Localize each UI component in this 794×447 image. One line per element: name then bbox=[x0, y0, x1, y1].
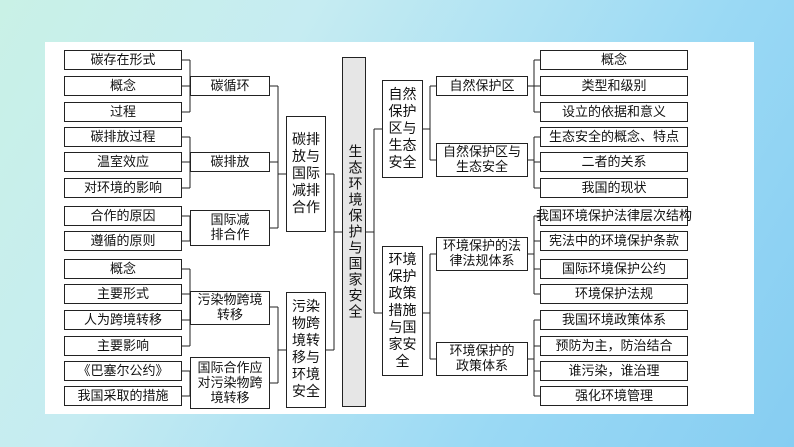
leaf-legal-hierarchy: 我国环境保护法律层次结构 bbox=[536, 206, 692, 226]
leaf-strengthen-management: 强化环境管理 bbox=[540, 386, 688, 406]
branch-policy-national-security: 环境保护政策措施与国家安全 bbox=[382, 246, 423, 376]
leaf-relationship: 二者的关系 bbox=[540, 152, 688, 172]
leaf-principles: 遵循的原则 bbox=[64, 231, 182, 251]
leaf-carbon-cycle-concept: 概念 bbox=[64, 76, 182, 96]
leaf-current-status: 我国的现状 bbox=[540, 178, 688, 198]
leaf-china-measures: 我国采取的措施 bbox=[64, 386, 182, 406]
leaf-greenhouse-effect: 温室效应 bbox=[64, 152, 182, 172]
leaf-carbon-cycle-process: 过程 bbox=[64, 102, 182, 122]
branch-nature-reserve-ecosecurity: 自然保护区与生态安全 bbox=[382, 80, 423, 178]
leaf-international-conventions: 国际环境保护公约 bbox=[540, 259, 688, 279]
leaf-policy-system: 我国环境政策体系 bbox=[540, 310, 688, 330]
leaf-ecosecurity-concept: 生态安全的概念、特点 bbox=[540, 127, 688, 147]
group-international-response: 国际合作应对污染物跨境转移 bbox=[190, 357, 270, 409]
center-topic: 生态环境保护与国家安全 bbox=[342, 57, 366, 407]
leaf-emission-process: 碳排放过程 bbox=[64, 127, 182, 147]
leaf-regulations: 环境保护法规 bbox=[540, 284, 688, 304]
leaf-cooperation-reasons: 合作的原因 bbox=[64, 206, 182, 226]
leaf-constitution-clauses: 宪法中的环境保护条款 bbox=[540, 231, 688, 251]
leaf-main-impacts: 主要影响 bbox=[64, 336, 182, 356]
leaf-reserve-concept: 概念 bbox=[540, 50, 688, 70]
leaf-basel-convention: 《巴塞尔公约》 bbox=[64, 361, 182, 381]
leaf-polluter-pays: 谁污染，谁治理 bbox=[540, 361, 688, 381]
branch-carbon-emission-cooperation: 碳排放与国际减排合作 bbox=[286, 116, 326, 232]
leaf-carbon-forms: 碳存在形式 bbox=[64, 50, 182, 70]
leaf-environmental-impact: 对环境的影响 bbox=[64, 178, 182, 198]
leaf-human-transfer: 人为跨境转移 bbox=[64, 310, 182, 330]
group-pollutant-transfer: 污染物跨境转移 bbox=[190, 291, 270, 325]
leaf-types-levels: 类型和级别 bbox=[540, 76, 688, 96]
group-international-reduction: 国际减排合作 bbox=[190, 210, 270, 246]
leaf-pollution-concept: 概念 bbox=[64, 259, 182, 279]
group-policy-system: 环境保护的政策体系 bbox=[436, 342, 528, 376]
group-carbon-emission: 碳排放 bbox=[190, 152, 270, 172]
leaf-basis-significance: 设立的依据和意义 bbox=[540, 102, 688, 122]
branch-pollutant-environment-security: 污染物跨境转移与环境安全 bbox=[286, 292, 326, 408]
group-reserve-ecosecurity: 自然保护区与生态安全 bbox=[436, 143, 528, 177]
leaf-prevention-first: 预防为主，防治结合 bbox=[540, 336, 688, 356]
group-nature-reserve: 自然保护区 bbox=[436, 76, 528, 96]
group-carbon-cycle: 碳循环 bbox=[190, 76, 270, 96]
leaf-main-forms: 主要形式 bbox=[64, 284, 182, 304]
group-legal-system: 环境保护的法律法规体系 bbox=[436, 237, 528, 271]
